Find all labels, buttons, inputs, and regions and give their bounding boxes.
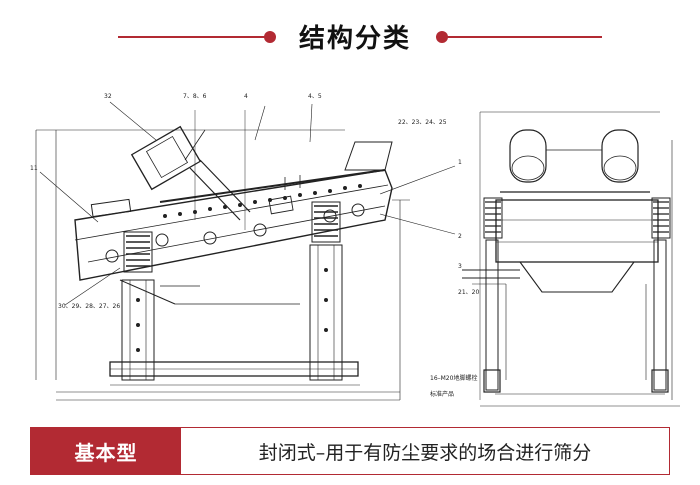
callout-7-8-6: 7、8、6 xyxy=(183,93,207,100)
callout-32: 32 xyxy=(104,93,112,100)
callout-standard: 标准产品 xyxy=(430,390,454,398)
header-rule-right xyxy=(440,36,602,38)
callout-2: 2 xyxy=(458,233,462,240)
header-rule-left xyxy=(118,36,266,38)
callout-3: 3 xyxy=(458,263,462,270)
end-view xyxy=(462,111,680,407)
product-description: 封闭式–用于有防尘要求的场合进行筛分 xyxy=(258,441,592,464)
product-type-bar: 基本型 封闭式–用于有防尘要求的场合进行筛分 xyxy=(30,427,670,475)
callout-4a: 4 xyxy=(244,93,248,100)
left-support xyxy=(121,231,155,381)
screen-technical-drawing: 32 7、8、6 4 4、5 22、23、24、25 1 11 2 3 21、2… xyxy=(30,93,680,407)
product-type-label: 基本型 xyxy=(31,428,181,474)
callout-1: 1 xyxy=(458,159,462,166)
callout-22-25: 22、23、24、25 xyxy=(398,119,447,126)
callout-anchor-bolt: 16–M20地脚螺栓 xyxy=(430,374,477,382)
callout-4-5: 4、5 xyxy=(308,93,322,100)
section-title: 结构分类 xyxy=(298,24,411,54)
callout-21-20: 21、20 xyxy=(458,289,479,296)
callout-30-26: 30、29、28、27、26 xyxy=(58,303,120,310)
right-support xyxy=(309,201,343,381)
callout-11: 11 xyxy=(30,165,38,172)
vibrator-motor xyxy=(130,125,251,221)
section-header: 结构分类 xyxy=(0,0,700,72)
side-view xyxy=(35,101,456,401)
header-dot-left xyxy=(264,31,276,43)
